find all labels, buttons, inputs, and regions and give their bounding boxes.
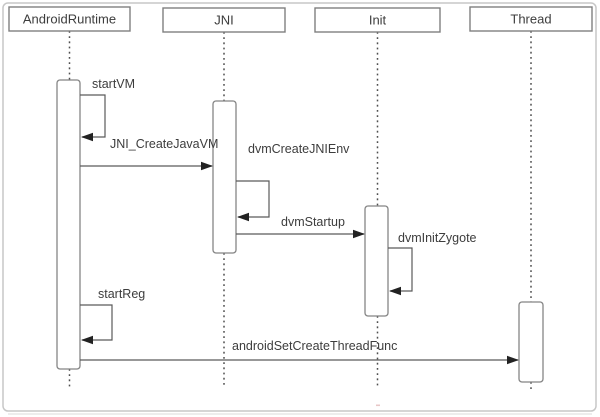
self-call-line: [80, 304, 113, 341]
lifelines: [68, 31, 532, 391]
message-label: JNI_CreateJavaVM: [110, 137, 218, 151]
message-label: dvmStartup: [281, 215, 345, 229]
message-jni-createjavavm: JNI_CreateJavaVM: [80, 137, 218, 171]
arrowhead-right-icon: [507, 355, 519, 365]
arrowhead-left-icon: [237, 212, 249, 222]
participant-jni: JNI: [162, 7, 286, 33]
activation-jni: [212, 100, 237, 254]
arrowhead-right-icon: [201, 161, 213, 171]
participant-name: AndroidRuntime: [23, 12, 116, 27]
arrowhead-right-icon: [353, 229, 365, 239]
message-startvm: startVM: [80, 77, 135, 142]
activation-androidruntime: [56, 79, 81, 370]
message-androidsetcreatethreadfunc: androidSetCreateThreadFunc: [80, 339, 519, 365]
participant-name: Thread: [510, 12, 551, 27]
message-dvmcreatejnienv: dvmCreateJNIEnv: [236, 142, 350, 222]
message-label: dvmCreateJNIEnv: [248, 142, 350, 156]
participant-androidruntime: AndroidRuntime: [8, 6, 131, 32]
participant-thread: Thread: [469, 6, 593, 32]
activation-thread: [518, 301, 544, 383]
arrowhead-left-icon: [389, 286, 401, 296]
participant-box: [8, 6, 131, 32]
activation-init: [364, 205, 389, 317]
participant-box: [314, 7, 441, 33]
diagram-frame: [2, 2, 597, 412]
self-call-line: [236, 180, 270, 218]
artifact-dot: [376, 404, 380, 407]
message-label: startReg: [98, 287, 145, 301]
message-dvmstartup: dvmStartup: [236, 215, 365, 239]
message-label: androidSetCreateThreadFunc: [232, 339, 397, 353]
participant-box: [162, 7, 286, 33]
participant-box: [469, 6, 593, 32]
activation-bars: [56, 79, 544, 383]
message-startreg: startReg: [80, 287, 145, 345]
message-label: dvmInitZygote: [398, 231, 477, 245]
arrowhead-left-icon: [81, 335, 93, 345]
message-label: startVM: [92, 77, 135, 91]
participant-name: JNI: [214, 13, 234, 28]
arrowhead-left-icon: [81, 132, 93, 142]
participant-init: Init: [314, 7, 441, 33]
participant-name: Init: [369, 13, 387, 28]
self-call-line: [80, 94, 106, 138]
message-dvminitzygote: dvmInitZygote: [388, 231, 477, 296]
